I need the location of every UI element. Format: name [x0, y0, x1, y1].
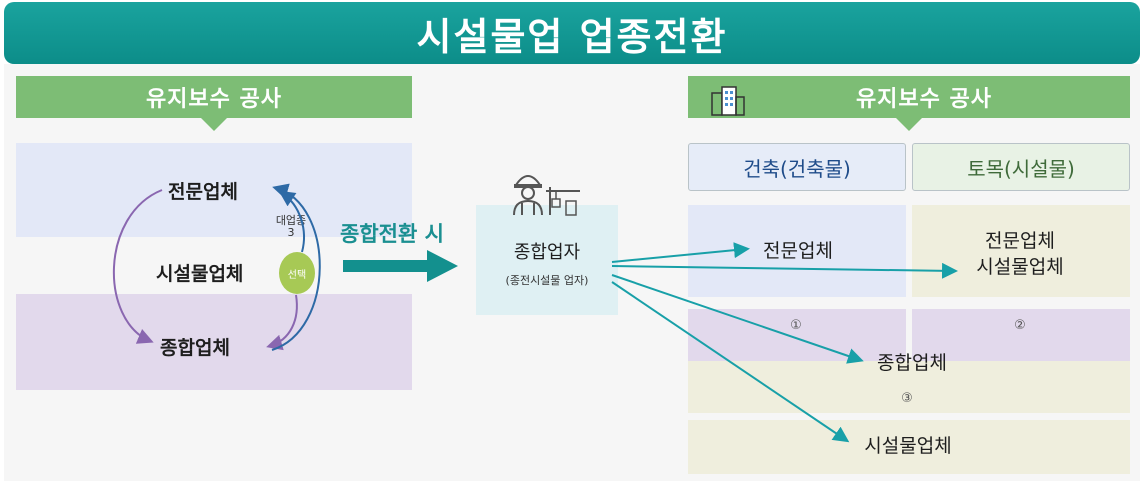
worker-icon [513, 175, 580, 216]
left-header-label: 유지보수 공사 [145, 87, 283, 112]
center-subtitle: (종전시설물 업자) [505, 274, 589, 287]
marker-3: ③ [901, 391, 913, 406]
right-general-label: 종합업체 [877, 352, 947, 374]
page-title: 시설물업 업종전환 [416, 14, 728, 59]
tab-building-label: 건축(건축물) [743, 156, 851, 181]
marker-2: ② [1014, 318, 1026, 333]
right-header-label: 유지보수 공사 [855, 87, 993, 112]
right-specialist-label: 전문업체 [763, 240, 833, 262]
center-title: 종합업자 [513, 242, 581, 263]
arrow-facility-to-specialist [278, 190, 305, 253]
big-company-note: 대업종 3 [275, 214, 307, 239]
building-icon [711, 86, 745, 116]
arrow-facility-to-general [266, 294, 298, 351]
arrow-to-right-general [611, 274, 864, 364]
transition-arrow [343, 250, 458, 282]
left-general-label: 종합업체 [160, 337, 230, 359]
cell-marker2 [912, 309, 1130, 361]
right-facility-label: 시설물업체 [864, 435, 952, 457]
arrow-to-right-specialist [611, 242, 750, 263]
cell-marker1 [688, 309, 906, 361]
right-header: 유지보수 공사 [688, 76, 1130, 131]
arrow-to-right-facility [611, 281, 850, 443]
left-header: 유지보수 공사 [16, 76, 412, 131]
select-label: 선택 [287, 269, 307, 281]
left-specialist-label: 전문업체 [168, 181, 238, 203]
marker-1: ① [790, 318, 802, 333]
cell-marker3 [688, 361, 1130, 413]
tab-civil: 토목(시설물) [912, 143, 1130, 191]
arrow-specialist-to-general [113, 189, 163, 344]
cell-civil-specialist [912, 205, 1130, 297]
transition-label: 종합전환 시 [340, 222, 444, 246]
left-blue-band [16, 143, 412, 237]
arrow-general-to-specialist [271, 183, 321, 351]
title-banner: 시설물업 업종전환 [4, 2, 1140, 64]
right-specialist-facility-label: 전문업체 시설물업체 [976, 230, 1064, 278]
select-oval: 선택 [279, 252, 315, 294]
arrow-to-right-specialist-facility [611, 262, 958, 279]
left-facility-label: 시설물업체 [156, 263, 244, 285]
left-lavender-band [16, 294, 412, 390]
center-box [476, 205, 618, 315]
cell-facility [688, 420, 1130, 474]
tab-building: 건축(건축물) [688, 143, 906, 191]
tab-civil-label: 토목(시설물) [967, 156, 1075, 181]
